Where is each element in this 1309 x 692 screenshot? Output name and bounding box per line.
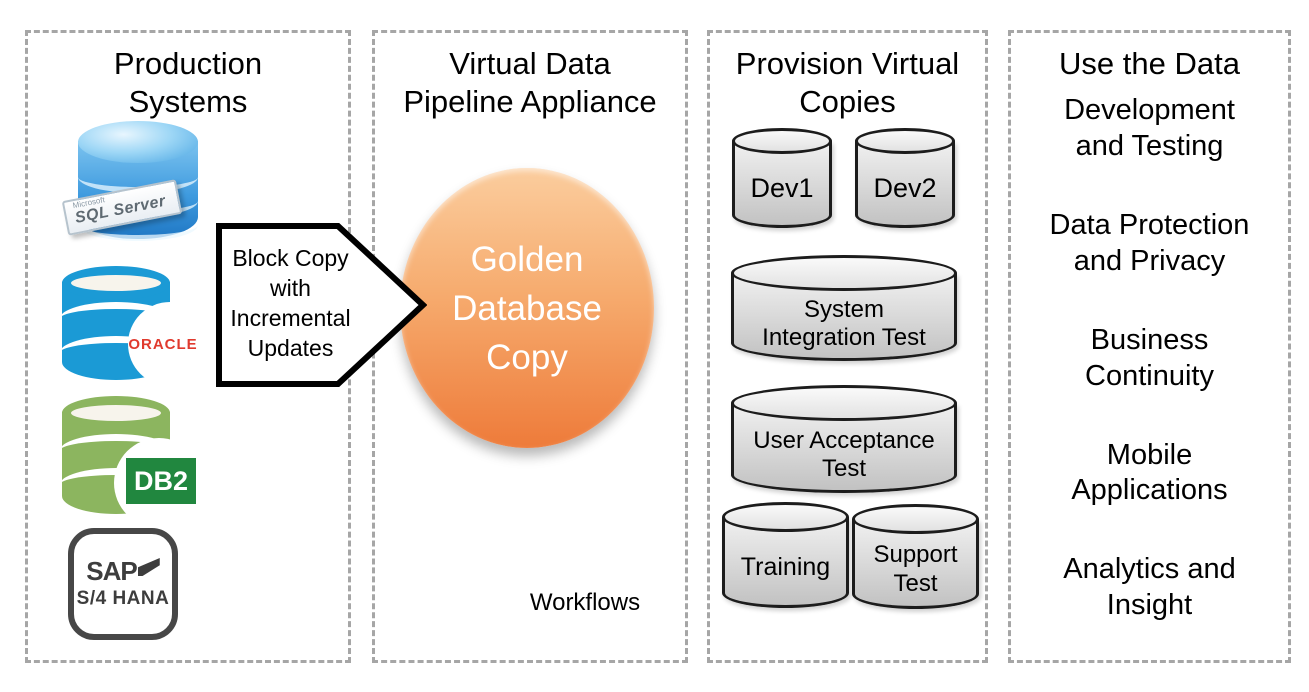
use-item-analytics-and-insight: Analytics and Insight xyxy=(1063,552,1236,624)
cylinder-label-line: User Acceptance xyxy=(753,426,935,454)
cylinder-top xyxy=(78,121,198,163)
cylinder-label: Dev1 xyxy=(726,155,838,223)
use-item-business-continuity: Business Continuity xyxy=(1085,323,1214,395)
arrow-label-line: Block Copy xyxy=(232,245,349,272)
circle-label-line: Database xyxy=(452,288,602,328)
cylinder-user-acceptance-test: User Acceptance Test xyxy=(731,385,957,493)
cylinder-top xyxy=(731,385,957,421)
circle-label-line: Copy xyxy=(486,337,568,377)
panel-use-the-data: Use the Data Development and Testing Dat… xyxy=(1008,30,1291,663)
cylinder-training: Training xyxy=(722,502,849,608)
cylinder-top xyxy=(852,504,979,534)
cylinder-groove xyxy=(78,209,198,241)
title-line: Pipeline Appliance xyxy=(403,83,657,119)
arrow-label: Block Copy with Incremental Updates xyxy=(223,228,358,380)
sap-logo: SAP xyxy=(86,556,160,586)
cylinder-top xyxy=(855,128,955,154)
panel1-title: Production Systems xyxy=(28,45,348,121)
arrow-shape xyxy=(216,223,427,387)
db2-text: DB2 xyxy=(133,465,188,496)
use-the-data-list: Development and Testing Data Protection … xyxy=(1011,93,1288,625)
cylinder-label-line: Integration Test xyxy=(762,324,926,351)
use-item-line: Development xyxy=(1064,93,1235,126)
panel3-title: Provision Virtual Copies xyxy=(710,45,985,121)
use-item-line: Mobile xyxy=(1106,438,1193,471)
cylinder-label: Dev2 xyxy=(849,155,961,223)
sql-server-icon: Microsoft SQL Server xyxy=(58,121,208,243)
use-item-line: Data Protection xyxy=(1049,208,1250,241)
use-item-development-and-testing: Development and Testing xyxy=(1064,93,1235,165)
cylinder-label: Training xyxy=(716,533,855,603)
panel-production-systems: Production Systems Microsoft SQL Server xyxy=(25,30,351,663)
use-item-line: Continuity xyxy=(1085,359,1214,392)
oracle-cylinder xyxy=(60,266,172,380)
sql-server-cylinder: Microsoft SQL Server xyxy=(61,121,198,241)
panel-virtual-data-pipeline-appliance: Virtual Data Pipeline Appliance Golden D… xyxy=(372,30,688,663)
cylinder-support-test: Support Test xyxy=(852,504,979,609)
cylinder-body xyxy=(722,517,849,608)
cylinder-top xyxy=(732,128,832,154)
title-line: Copies xyxy=(799,83,896,119)
use-item-line: and Testing xyxy=(1075,129,1224,162)
title-line: Virtual Data xyxy=(449,46,611,81)
arrow-label-line: with xyxy=(270,275,311,302)
s4hana-text: S/4 HANA xyxy=(76,588,170,609)
db2-icon: DB2 xyxy=(60,396,212,528)
oracle-logo-circle: ORACLE xyxy=(128,302,212,386)
cylinder-body xyxy=(732,141,832,228)
cylinder-label: User Acceptance Test xyxy=(725,422,963,488)
cylinder-groove xyxy=(60,302,172,335)
use-item-line: Insight xyxy=(1106,589,1193,622)
cylinder-label-line: Support xyxy=(873,541,958,569)
cylinder-system-integration-test: System Integration Test xyxy=(731,255,957,361)
sap-s4hana-icon: SAP S/4 HANA xyxy=(68,528,178,640)
cylinder-label-line: System xyxy=(803,295,884,323)
cylinder-dev1: Dev1 xyxy=(732,128,832,228)
title-line: Production xyxy=(113,46,263,81)
use-item-line: Applications xyxy=(1071,474,1228,507)
cylinder-label: System Integration Test xyxy=(725,292,963,356)
panel2-title: Virtual Data Pipeline Appliance xyxy=(375,45,685,121)
cylinder-top xyxy=(722,502,849,532)
cylinder-top xyxy=(62,266,170,300)
panel-provision-virtual-copies: Provision Virtual Copies Dev1 Dev2 Syste… xyxy=(707,30,988,663)
cylinder-label: Support Test xyxy=(846,535,985,604)
arrow-label-line: Updates xyxy=(247,334,334,361)
oracle-icon: ORACLE xyxy=(60,266,212,386)
use-item-line: Business xyxy=(1090,323,1209,356)
title-line: Provision Virtual xyxy=(735,46,960,81)
cylinder-label-line: Dev1 xyxy=(750,173,814,204)
sap-text: SAP xyxy=(86,556,137,586)
db2-badge: DB2 xyxy=(126,458,196,504)
cylinder-groove xyxy=(60,434,172,467)
circle-label-line: Golden xyxy=(470,239,584,279)
use-item-data-protection-and-privacy: Data Protection and Privacy xyxy=(1050,208,1250,280)
cylinder-dev2: Dev2 xyxy=(855,128,955,228)
use-item-mobile-applications: Mobile Applications xyxy=(1071,438,1227,510)
cylinder-label-line: Training xyxy=(740,553,831,582)
title-line: Systems xyxy=(128,83,248,119)
use-item-line: Analytics and xyxy=(1063,553,1236,586)
cylinder-label-line: Dev2 xyxy=(873,173,937,204)
arrow-label-line: Incremental xyxy=(230,305,351,331)
cylinder-label-line: Test xyxy=(821,455,866,482)
use-item-line: and Privacy xyxy=(1073,244,1226,277)
cylinder-body xyxy=(855,141,955,228)
golden-database-copy-circle: Golden Database Copy xyxy=(400,168,654,448)
cylinder-top xyxy=(731,255,957,291)
cylinder-body xyxy=(852,519,979,609)
block-copy-arrow: Block Copy with Incremental Updates xyxy=(215,222,427,388)
oracle-wordmark: ORACLE xyxy=(128,335,198,353)
cylinder-groove xyxy=(60,336,172,369)
workflows-label: Workflows xyxy=(529,589,641,616)
sap-logo-wedge xyxy=(137,558,160,576)
cylinder-top xyxy=(62,396,170,430)
panel4-title: Use the Data xyxy=(1059,46,1240,81)
cylinder-label-line: Test xyxy=(893,569,938,597)
